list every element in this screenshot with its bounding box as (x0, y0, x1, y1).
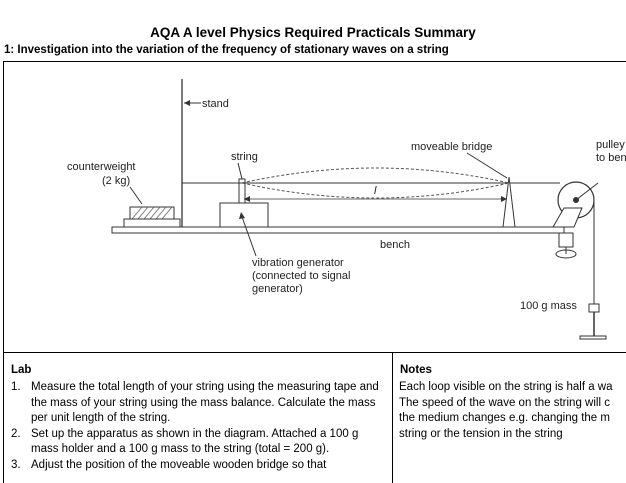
section-heading: 1: Investigation into the variation of t… (4, 44, 449, 56)
page-title: AQA A level Physics Required Practicals … (150, 25, 476, 40)
label-bridge: moveable bridge (411, 141, 492, 153)
label-counterweight: counterweight (67, 161, 136, 173)
mass-holder (588, 303, 600, 313)
label-stand: stand (202, 98, 229, 110)
label-counterweight-mass: (2 kg) (102, 175, 130, 187)
notes-text: Each loop visible on the string is half … (399, 380, 626, 442)
moveable-bridge (502, 176, 516, 228)
step-text: Adjust the position of the moveable wood… (31, 458, 327, 471)
notes-line: the medium changes e.g. changing the m (399, 412, 610, 425)
notes-line: Each loop visible on the string is half … (399, 381, 613, 393)
label-vibration-3: generator) (252, 283, 303, 295)
notes-line: string or the tension in the string (399, 427, 563, 440)
lab-heading: Lab (11, 364, 32, 376)
notes-panel: Notes Each loop visible on the string is… (393, 353, 626, 483)
apparatus-svg: bench stand counterweight (2 kg) vibrati… (67, 79, 626, 340)
notes-line: The speed of the wave on the string will… (399, 396, 610, 409)
lab-steps: 1. Measure the total length of your stri… (4, 380, 388, 474)
step-number: 2. (11, 427, 21, 440)
label-bench: bench (380, 239, 410, 251)
lab-step: 2. Set up the apparatus as shown in the … (4, 427, 388, 458)
label-string: string (231, 151, 258, 163)
label-pulley-2: to benc (596, 152, 626, 164)
step-text: Measure the total length of your string … (31, 381, 379, 425)
step-number: 1. (11, 381, 21, 393)
lab-step: 3. Adjust the position of the moveable w… (4, 458, 388, 474)
label-mass: 100 g mass (520, 300, 577, 312)
label-vibration-2: (connected to signal (252, 270, 350, 282)
step-number: 3. (11, 458, 21, 471)
apparatus-diagram: bench stand counterweight (2 kg) vibrati… (3, 61, 626, 353)
step-text: Set up the apparatus as shown in the dia… (31, 427, 359, 456)
lab-step: 1. Measure the total length of your stri… (4, 380, 388, 427)
label-vibration-1: vibration generator (252, 257, 344, 269)
bench (111, 226, 565, 234)
label-length: l (374, 185, 377, 197)
lab-panel: Lab 1. Measure the total length of your … (3, 353, 393, 483)
label-pulley-1: pulley ( (596, 139, 626, 151)
notes-heading: Notes (400, 364, 432, 376)
